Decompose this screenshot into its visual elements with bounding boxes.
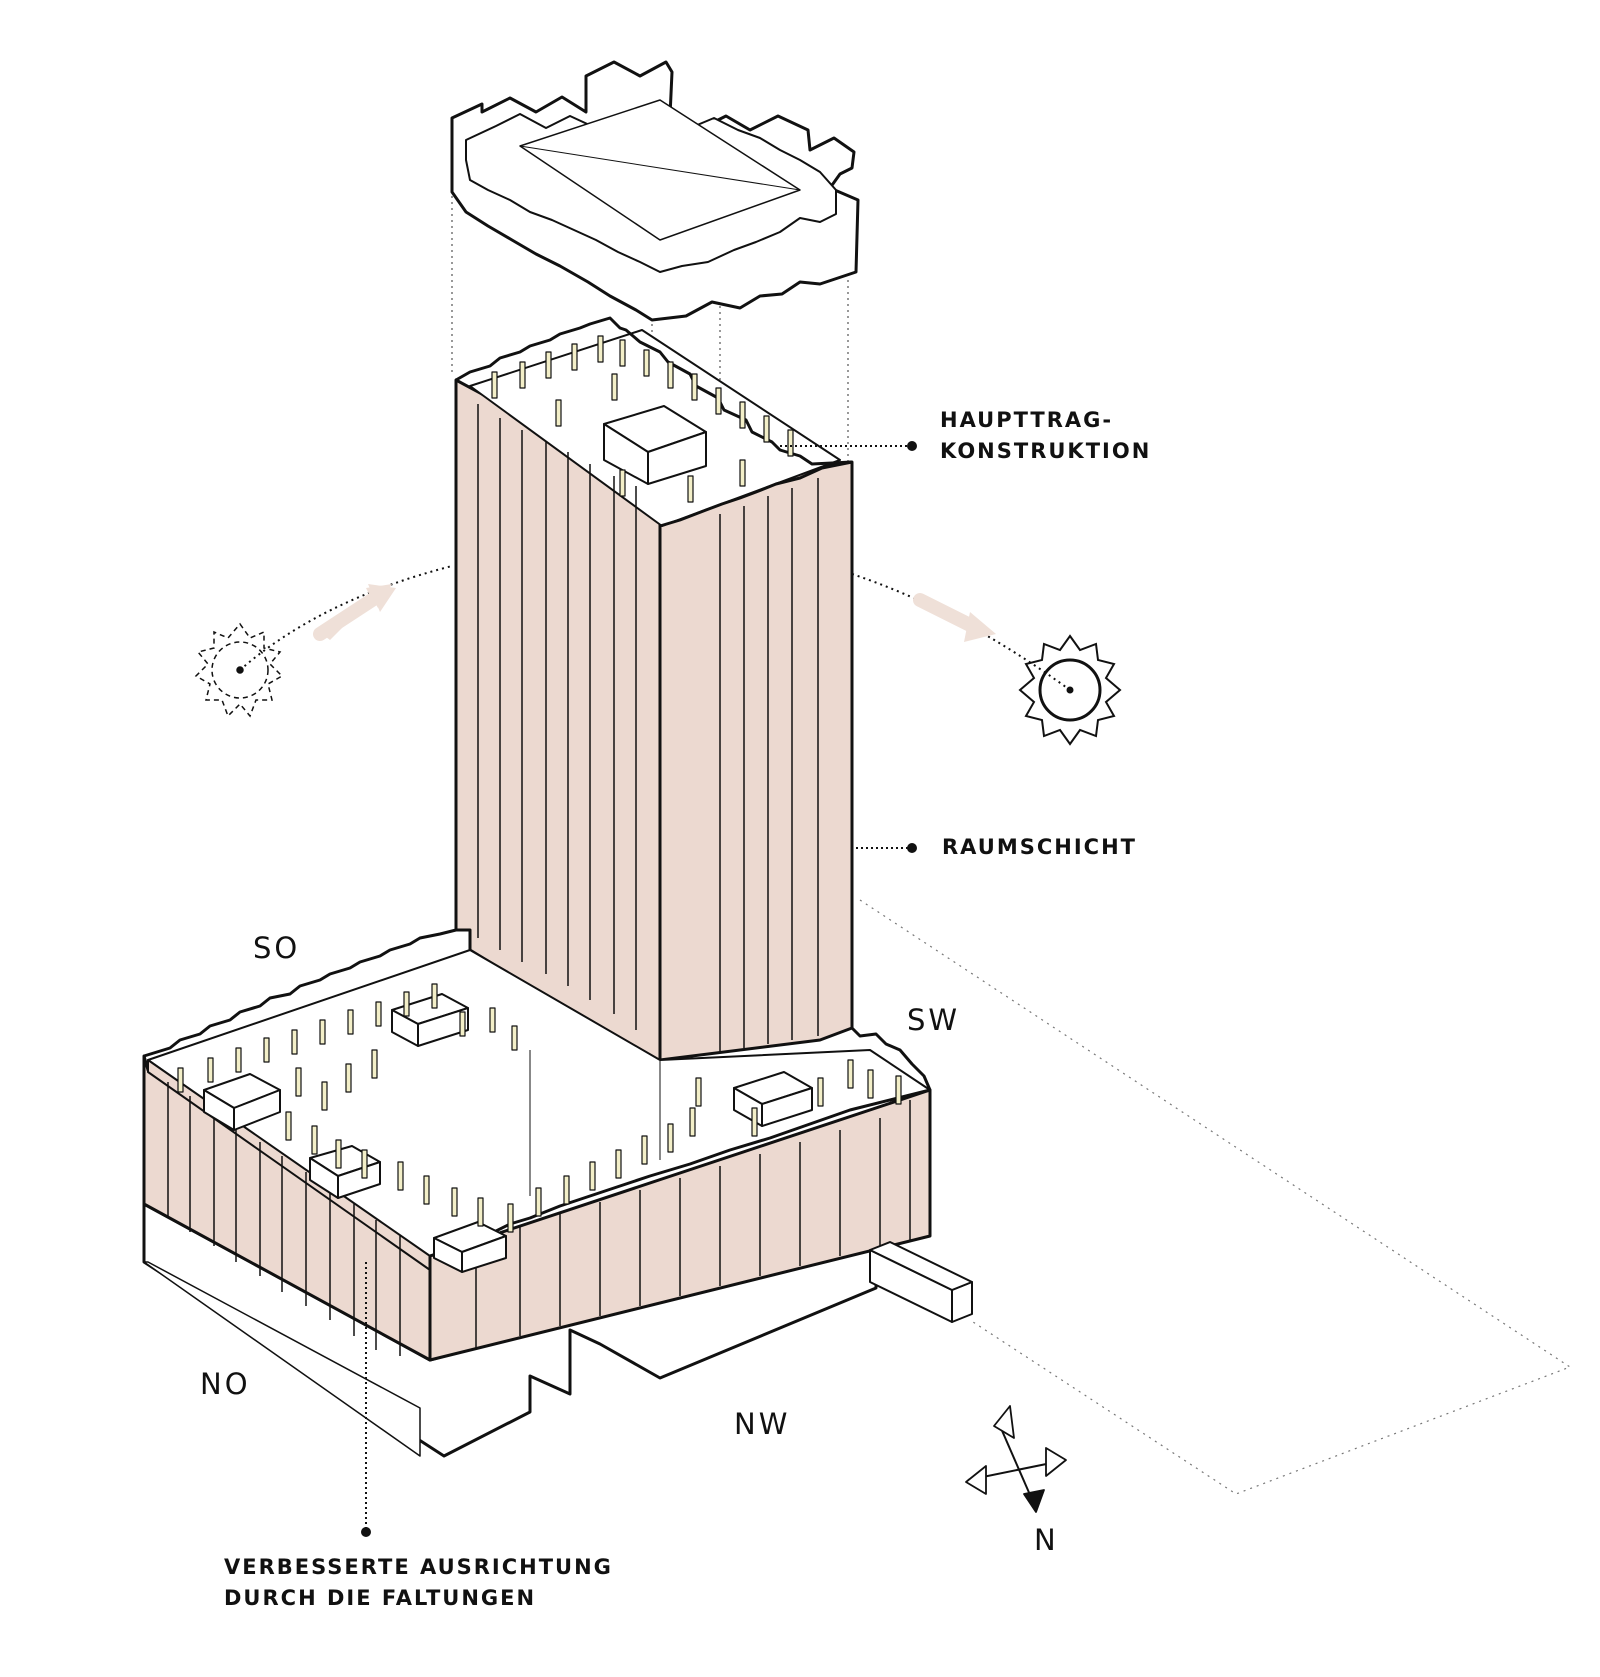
sun-icon	[1018, 634, 1122, 746]
sun-path	[239, 565, 1071, 691]
compass-north-label: N	[1034, 1523, 1059, 1557]
orientation-so: SO	[253, 931, 301, 965]
tower	[454, 316, 854, 1062]
orientation-nw: NW	[734, 1407, 791, 1441]
orientation-no: NO	[200, 1367, 251, 1401]
raumschicht-label-text: RAUMSCHICHT	[942, 835, 1137, 859]
orientation-sw: SW	[907, 1003, 961, 1037]
haupttrag-label-line2: KONSTRUKTION	[940, 439, 1152, 463]
podium	[142, 928, 973, 1458]
sun-dashed-icon	[194, 622, 284, 718]
tower-right-facade	[658, 460, 854, 1062]
compass-icon	[965, 1405, 1067, 1513]
haupttrag-label-line1: HAUPTTRAG-	[940, 408, 1114, 432]
raumschicht-label: RAUMSCHICHT	[942, 832, 1137, 863]
haupttrag-label: HAUPTTRAG- KONSTRUKTION	[940, 405, 1151, 467]
verbesserte-label: VERBESSERTE AUSRICHTUNG DURCH DIE FALTUN…	[224, 1552, 613, 1614]
verbesserte-label-line2: DURCH DIE FALTUNGEN	[224, 1586, 537, 1610]
verbesserte-label-line1: VERBESSERTE AUSRICHTUNG	[224, 1555, 613, 1579]
roof-module	[450, 60, 860, 322]
site-outline	[859, 899, 1572, 1495]
callout-leaders	[365, 445, 910, 1530]
callout-dots	[361, 441, 917, 1537]
